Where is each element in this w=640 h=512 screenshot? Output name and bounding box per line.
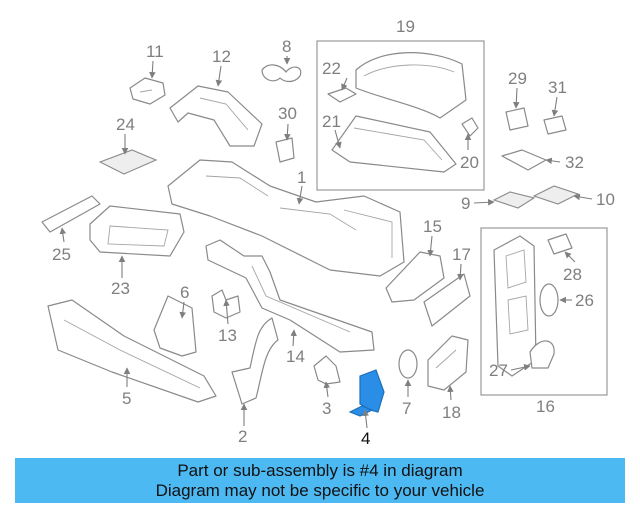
part-21[interactable] <box>331 115 457 173</box>
part-23[interactable] <box>89 205 185 257</box>
callout-32: 32 <box>565 153 584 172</box>
part-4[interactable] <box>348 369 385 417</box>
callout-1: 1 <box>297 168 306 187</box>
callout-7: 7 <box>402 399 411 418</box>
banner-line-1: Part or sub-assembly is #4 in diagram <box>177 461 463 480</box>
part-19[interactable] <box>355 52 467 119</box>
part-24[interactable] <box>98 149 158 175</box>
part-2[interactable] <box>231 317 279 405</box>
callout-24: 24 <box>116 115 135 134</box>
callout-26: 26 <box>575 291 594 310</box>
part-18[interactable] <box>427 335 469 391</box>
callout-4: 4 <box>361 429 370 448</box>
part-12[interactable] <box>169 85 263 147</box>
part-9[interactable] <box>492 191 536 209</box>
parts-diagram: 11 12 8 30 24 1 19 22 21 20 29 31 32 9 1… <box>41 17 615 448</box>
callout-2: 2 <box>238 427 247 446</box>
part-30[interactable] <box>275 137 295 163</box>
part-1[interactable] <box>167 159 405 277</box>
part-29[interactable] <box>505 107 529 131</box>
callout-11: 11 <box>146 42 164 61</box>
callout-8: 8 <box>282 37 291 56</box>
part-4-body <box>359 369 385 413</box>
part-25[interactable] <box>41 195 101 233</box>
callout-22: 22 <box>322 59 341 78</box>
info-banner: Part or sub-assembly is #4 in diagram Di… <box>15 458 625 503</box>
callout-3: 3 <box>322 399 331 418</box>
callout-31: 31 <box>548 78 567 97</box>
part-31[interactable] <box>543 115 567 135</box>
banner-line-2: Diagram may not be specific to your vehi… <box>155 481 485 500</box>
part-16[interactable] <box>493 235 537 377</box>
callout-12: 12 <box>212 47 231 66</box>
leader-lines <box>59 56 593 429</box>
part-5[interactable] <box>47 299 217 403</box>
callout-25: 25 <box>52 245 71 264</box>
part-7[interactable] <box>398 349 418 379</box>
part-6[interactable] <box>153 295 197 357</box>
callout-labels: 11 12 8 30 24 1 19 22 21 20 29 31 32 9 1… <box>52 17 615 448</box>
callout-18: 18 <box>442 403 461 422</box>
callout-5: 5 <box>122 389 131 408</box>
part-28[interactable] <box>547 233 573 255</box>
part-26[interactable] <box>539 283 559 317</box>
part-11[interactable] <box>129 77 166 105</box>
callout-9: 9 <box>461 194 470 213</box>
callout-15: 15 <box>423 217 442 236</box>
callout-14: 14 <box>286 347 305 366</box>
callout-30: 30 <box>278 104 297 123</box>
part-27[interactable] <box>529 340 555 369</box>
callout-17: 17 <box>452 245 471 264</box>
callout-29: 29 <box>508 69 527 88</box>
callout-16: 16 <box>536 397 555 416</box>
part-3[interactable] <box>313 355 341 385</box>
callout-19: 19 <box>396 17 415 36</box>
part-10[interactable] <box>532 185 580 205</box>
part-14[interactable] <box>205 239 375 353</box>
callout-23: 23 <box>111 279 130 298</box>
callout-10: 10 <box>596 190 615 209</box>
callout-21: 21 <box>322 112 341 131</box>
part-22[interactable] <box>327 87 357 103</box>
callout-28: 28 <box>563 265 582 284</box>
part-15[interactable] <box>385 251 445 303</box>
part-17[interactable] <box>423 273 471 327</box>
group-box-armrest <box>316 40 485 191</box>
callout-6: 6 <box>180 283 189 302</box>
part-20[interactable] <box>461 117 479 137</box>
callout-20: 20 <box>460 153 479 172</box>
callout-13: 13 <box>218 326 237 345</box>
part-32[interactable] <box>501 149 547 171</box>
part-4-foot <box>348 405 374 417</box>
callout-27: 27 <box>489 361 508 380</box>
group-box-panel <box>480 227 608 396</box>
part-8[interactable] <box>261 64 302 83</box>
